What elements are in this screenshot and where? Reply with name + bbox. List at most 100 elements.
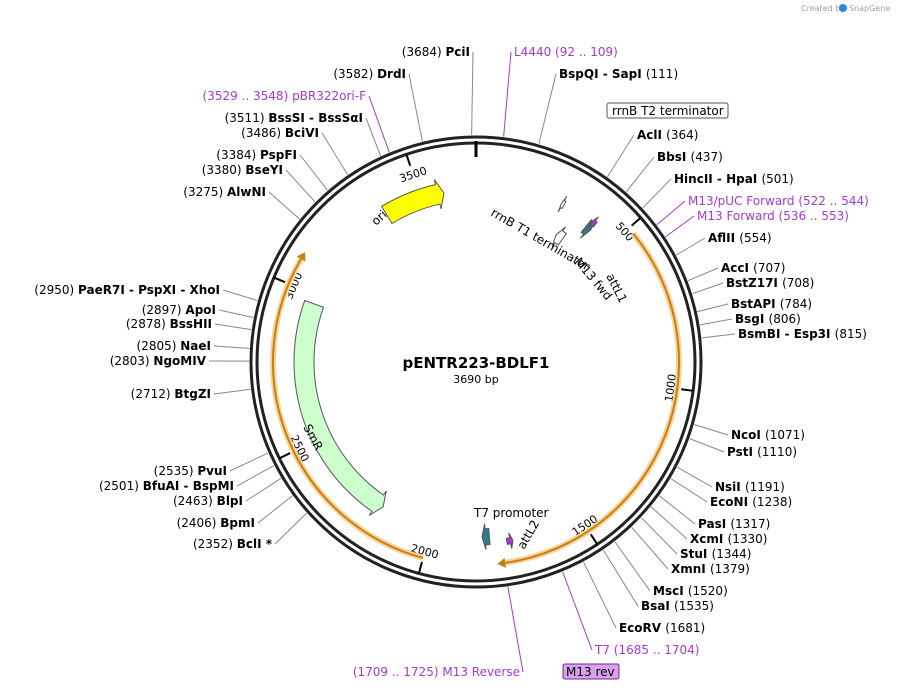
rrnb-t2-terminator-text: rrnB T2 terminator	[612, 104, 724, 118]
site-label-paer7i[interactable]: (2950) PaeR7I - PspXI - XhoI	[34, 283, 220, 297]
site-label-bpmi[interactable]: (2406) BpmI	[177, 516, 255, 530]
site-label-bseyi[interactable]: (3380) BseYI	[202, 163, 283, 177]
site-label-m13forward[interactable]: M13 Forward (536 .. 553)	[697, 209, 849, 223]
feature-arrow-rrnb-t1-terminator[interactable]	[551, 226, 568, 248]
site-position: (1379)	[710, 562, 750, 576]
site-label-ngomiv[interactable]: (2803) NgoMIV	[110, 354, 207, 368]
feature-arrow-smr[interactable]	[293, 299, 387, 516]
feature-arrow-m13-fwd[interactable]	[587, 216, 599, 230]
site-label-drdi[interactable]: (3582) DrdI	[333, 67, 406, 81]
site-leader-line	[650, 506, 688, 540]
site-position: (708)	[782, 276, 814, 290]
site-label-xmni[interactable]: XmnI (1379)	[671, 562, 750, 576]
site-name: AflII	[708, 231, 739, 245]
site-position: (3582)	[333, 67, 377, 81]
site-label-bsai[interactable]: BsaI (1535)	[641, 599, 714, 613]
site-name: M13/pUC Forward	[688, 194, 798, 208]
site-position: (2352)	[193, 537, 237, 551]
site-label-ecorv[interactable]: EcoRV (1681)	[619, 621, 705, 635]
site-name: XmnI	[671, 562, 710, 576]
site-label-acli[interactable]: AclI (364)	[637, 128, 698, 142]
site-leader-line	[692, 282, 724, 295]
credit-brand: SnapGene	[849, 4, 890, 13]
site-leader-line	[213, 388, 251, 395]
site-label-psti[interactable]: PstI (1110)	[727, 445, 797, 459]
site-name: BsaI	[641, 599, 674, 613]
site-label-bfuai[interactable]: (2501) BfuAI - BspMI	[99, 479, 234, 493]
site-label-pbr322ori-f[interactable]: (3529 .. 3548) pBR322ori-F	[203, 89, 367, 103]
site-label-bbsi[interactable]: BbsI (437)	[657, 150, 723, 164]
site-name: pBR322ori-F	[292, 89, 366, 103]
site-name: BsmBI - Esp3I	[738, 327, 835, 341]
site-leader-line	[214, 323, 252, 331]
feature-arrow-attl2[interactable]	[481, 523, 491, 550]
site-label-bsshii[interactable]: (2878) BssHII	[126, 317, 212, 331]
site-label-l4440[interactable]: L4440 (92 .. 109)	[514, 45, 618, 59]
site-position: (1191)	[745, 480, 785, 494]
site-label-stui[interactable]: StuI (1344)	[680, 547, 751, 561]
site-label-pspfi[interactable]: (3384) PspFI	[216, 148, 297, 162]
site-label-alwni[interactable]: (3275) AlwNI	[183, 185, 266, 199]
site-label-pcii[interactable]: (3684) PciI	[402, 45, 470, 59]
site-label-econi[interactable]: EcoNI (1238)	[710, 495, 792, 509]
site-leader-line	[321, 132, 349, 176]
site-label-xcmi[interactable]: XcmI (1330)	[690, 532, 767, 546]
site-leader-line	[642, 178, 672, 209]
site-position: (1071)	[765, 428, 805, 442]
site-position: (1535)	[674, 599, 714, 613]
site-label-hincii[interactable]: HincII - HpaI (501)	[674, 172, 794, 186]
tick-label: 2000	[410, 542, 440, 562]
site-name: T7	[594, 643, 614, 657]
feature-arrow-rrnb-t2-terminator[interactable]	[557, 195, 568, 213]
site-label-bcli[interactable]: (2352) BclI *	[193, 537, 273, 551]
site-label-bcivi[interactable]: (3486) BciVI	[241, 126, 319, 140]
site-position: (1685 .. 1704)	[614, 643, 700, 657]
site-label-bstz17i[interactable]: BstZ17I (708)	[726, 276, 814, 290]
site-position: (522 .. 544)	[798, 194, 868, 208]
site-leader-line	[236, 465, 275, 487]
site-position: (437)	[691, 150, 723, 164]
site-position: (1110)	[757, 445, 797, 459]
site-position: (2897)	[142, 303, 186, 317]
site-label-ncoi[interactable]: NcoI (1071)	[731, 428, 805, 442]
site-label-m13reverse[interactable]: (1709 .. 1725) M13 Reverse	[353, 665, 520, 679]
site-leader-line	[659, 495, 696, 525]
site-label-apoi[interactable]: (2897) ApoI	[142, 303, 216, 317]
site-label-pasi[interactable]: PasI (1317)	[698, 517, 770, 531]
site-label-pvui[interactable]: (2535) PvuI	[154, 464, 227, 478]
site-label-btgzi[interactable]: (2712) BtgZI	[131, 387, 211, 401]
site-name: DrdI	[377, 67, 406, 81]
feature-arrow-t7-promoter[interactable]	[505, 532, 514, 549]
site-position: (2712)	[131, 387, 175, 401]
rrnb-t2-terminator-label[interactable]: rrnB T2 terminator	[606, 102, 729, 119]
site-name: NgoMIV	[153, 354, 206, 368]
site-label-aflii[interactable]: AflII (554)	[708, 231, 772, 245]
site-label-acci[interactable]: AccI (707)	[721, 261, 785, 275]
site-label-nsii[interactable]: NsiI (1191)	[715, 480, 785, 494]
site-leader-line	[676, 466, 713, 488]
tick-mark	[589, 533, 599, 545]
site-label-m13puc[interactable]: M13/pUC Forward (522 .. 544)	[688, 194, 869, 208]
site-position: (2805)	[137, 339, 181, 353]
m13-rev-label[interactable]: M13 rev	[562, 663, 620, 680]
site-label-bsssi[interactable]: (3511) BssSI - BssSαI	[225, 111, 363, 125]
tick-mark	[278, 452, 291, 460]
site-label-bspqi[interactable]: BspQI - SapI (111)	[559, 67, 678, 81]
site-leader-line	[631, 526, 669, 570]
tick-mark	[681, 388, 694, 392]
site-name: BciVI	[285, 126, 319, 140]
site-label-naei[interactable]: (2805) NaeI	[137, 339, 211, 353]
site-label-msci[interactable]: MscI (1520)	[653, 584, 728, 598]
site-label-bsmbi[interactable]: BsmBI - Esp3I (815)	[738, 327, 867, 341]
site-position: (111)	[646, 67, 678, 81]
site-position: (3384)	[216, 148, 260, 162]
feature-arrow-ori[interactable]	[380, 179, 445, 225]
site-leader-line	[245, 477, 282, 502]
site-name: PasI	[698, 517, 730, 531]
site-name: EcoNI	[710, 495, 752, 509]
site-leader-line	[257, 495, 293, 524]
site-label-t7[interactable]: T7 (1685 .. 1704)	[594, 643, 699, 657]
site-label-bstapi[interactable]: BstAPI (784)	[731, 297, 812, 311]
site-label-bsgi[interactable]: BsgI (806)	[735, 312, 801, 326]
site-label-blpi[interactable]: (2463) BlpI	[173, 494, 243, 508]
